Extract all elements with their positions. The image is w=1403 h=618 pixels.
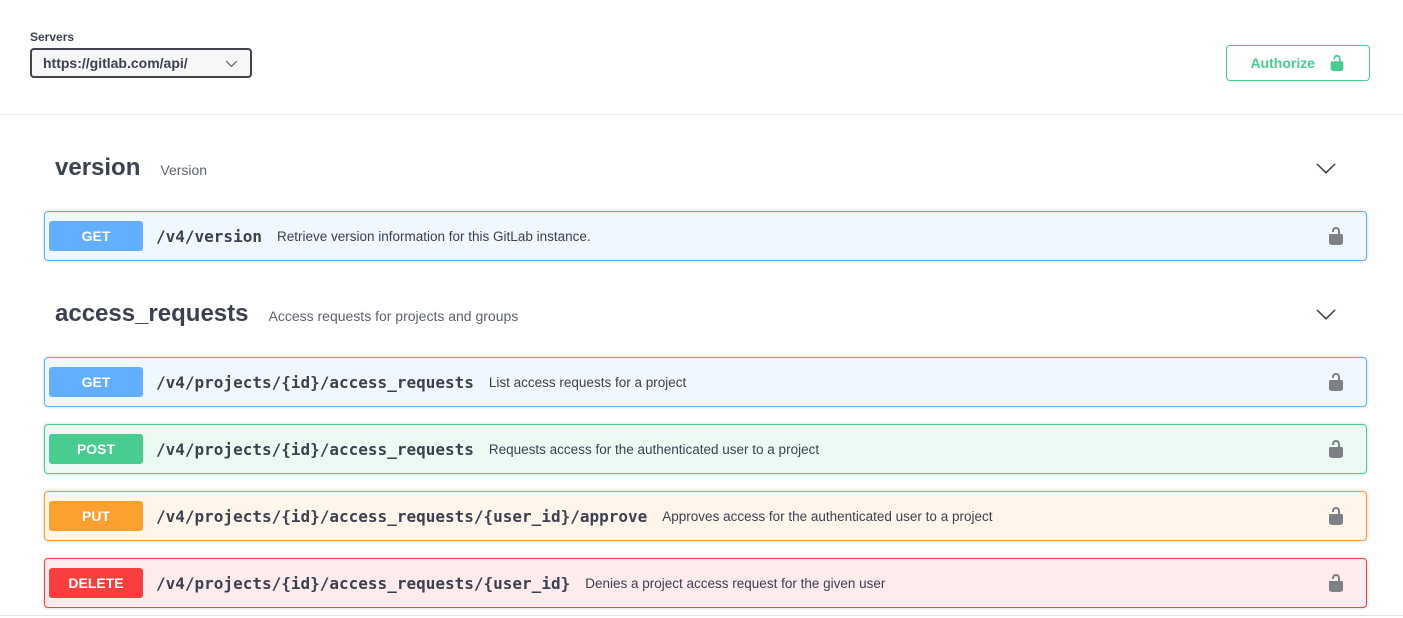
operation-summary: Requests access for the authenticated us… (488, 441, 820, 457)
operation-summary: Approves access for the authenticated us… (662, 508, 993, 524)
bottom-divider (0, 615, 1403, 616)
operation-row[interactable]: DELETE /v4/projects/{id}/access_requests… (44, 558, 1367, 608)
http-method-badge: GET (49, 221, 143, 251)
unlock-icon (1329, 227, 1343, 245)
section-operations: GET /v4/version Retrieve version informa… (44, 211, 1367, 261)
operation-row[interactable]: GET /v4/projects/{id}/access_requests Li… (44, 357, 1367, 407)
operation-summary: Retrieve version information for this Gi… (276, 228, 591, 244)
unlock-icon (1329, 507, 1343, 525)
api-tag-section: access_requests Access requests for proj… (44, 297, 1367, 608)
section-header[interactable]: access_requests Access requests for proj… (44, 297, 1367, 331)
http-method-badge: GET (49, 367, 143, 397)
unlock-icon (1329, 574, 1343, 592)
operation-summary: List access requests for a project (488, 374, 687, 390)
server-select[interactable]: https://gitlab.com/api/ (30, 48, 252, 78)
operation-summary: Denies a project access request for the … (585, 575, 886, 591)
operation-path: /v4/projects/{id}/access_requests/{user_… (156, 573, 571, 593)
chevron-down-icon[interactable] (1315, 157, 1337, 179)
section-description: Version (160, 161, 208, 178)
operation-path: /v4/version (156, 226, 262, 246)
operation-row[interactable]: POST /v4/projects/{id}/access_requests R… (44, 424, 1367, 474)
section-operations: GET /v4/projects/{id}/access_requests Li… (44, 357, 1367, 608)
operation-path: /v4/projects/{id}/access_requests (156, 372, 474, 392)
section-title: version (55, 154, 141, 181)
operation-row[interactable]: GET /v4/version Retrieve version informa… (44, 211, 1367, 261)
operations-container: version Version GET /v4/version Retrieve… (0, 151, 1403, 608)
operation-auth-lock-button[interactable] (1326, 372, 1346, 392)
api-tag-section: version Version GET /v4/version Retrieve… (44, 151, 1367, 261)
authorize-button[interactable]: Authorize (1226, 45, 1370, 81)
operation-auth-lock-button[interactable] (1326, 573, 1346, 593)
section-title: access_requests (55, 300, 249, 327)
operation-path: /v4/projects/{id}/access_requests (156, 439, 474, 459)
servers-label: Servers (30, 30, 75, 44)
http-method-badge: DELETE (49, 568, 143, 598)
unlock-icon (1330, 54, 1344, 72)
operation-auth-lock-button[interactable] (1326, 439, 1346, 459)
section-header[interactable]: version Version (44, 151, 1367, 185)
operation-path: /v4/projects/{id}/access_requests/{user_… (156, 506, 648, 526)
server-selected-value: https://gitlab.com/api/ (43, 55, 188, 71)
scheme-container: Servers https://gitlab.com/api/ Authoriz… (0, 0, 1403, 115)
operation-auth-lock-button[interactable] (1326, 226, 1346, 246)
servers-block: Servers https://gitlab.com/api/ (30, 30, 1370, 78)
authorize-button-label: Authorize (1250, 55, 1315, 71)
http-method-badge: POST (49, 434, 143, 464)
section-description: Access requests for projects and groups (268, 307, 519, 324)
unlock-icon (1329, 373, 1343, 391)
chevron-down-icon (225, 60, 238, 67)
operation-row[interactable]: PUT /v4/projects/{id}/access_requests/{u… (44, 491, 1367, 541)
operation-auth-lock-button[interactable] (1326, 506, 1346, 526)
chevron-down-icon[interactable] (1315, 303, 1337, 325)
unlock-icon (1329, 440, 1343, 458)
http-method-badge: PUT (49, 501, 143, 531)
